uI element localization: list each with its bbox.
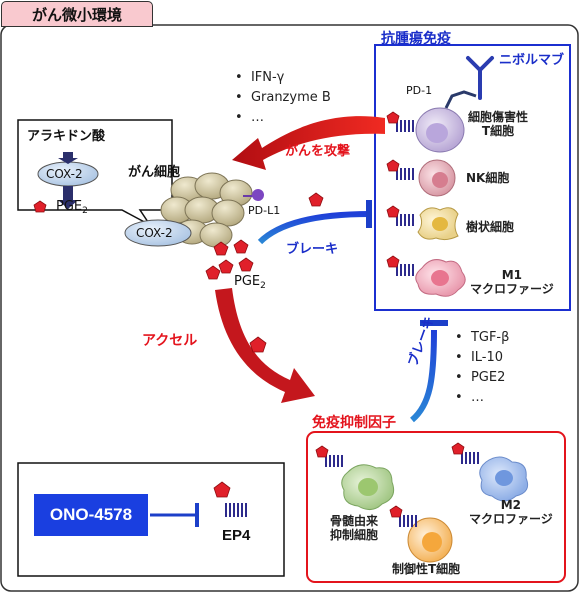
ctl-label: 細胞傷害性 T細胞 bbox=[468, 110, 528, 138]
m1-label-line1: M1 bbox=[501, 268, 523, 282]
cytokine-item: • … bbox=[235, 110, 264, 125]
m2-label-line2: マクロファージ bbox=[469, 512, 553, 526]
mdsc-label: 骨髄由来 抑制細胞 bbox=[330, 514, 378, 542]
factor-item: • TGF-β bbox=[455, 330, 510, 345]
cancer-cell-label: がん細胞 bbox=[128, 165, 181, 180]
brake-label: ブレーキ bbox=[286, 242, 339, 257]
factor-item: • PGE2 bbox=[455, 370, 506, 385]
treg-label: 制御性T細胞 bbox=[392, 562, 461, 576]
ctl-label-line2: T細胞 bbox=[481, 124, 515, 138]
callout-down-arrow bbox=[58, 186, 78, 209]
ep4-receptor bbox=[225, 503, 247, 517]
m1-label: M1 マクロファージ bbox=[470, 268, 554, 296]
antitumor-title: 抗腫瘍免疫 bbox=[381, 31, 451, 47]
attack-label: がんを攻撃 bbox=[285, 144, 351, 159]
brake-bar-vertical bbox=[420, 320, 448, 326]
pd1-label: PD-1 bbox=[406, 84, 433, 97]
inhibitor-box bbox=[17, 462, 285, 577]
factor-item: • IL-10 bbox=[455, 350, 504, 365]
attack-arrow bbox=[232, 116, 385, 170]
mdsc-label-line2: 抑制細胞 bbox=[330, 528, 379, 542]
pge2-sub: 2 bbox=[260, 281, 266, 291]
antitumor-box bbox=[374, 44, 571, 311]
callout-pge2-sub: 2 bbox=[82, 206, 88, 216]
callout-pge2-pentagon bbox=[33, 200, 47, 213]
cancer-cox2-oval bbox=[124, 219, 192, 247]
brake-line-top bbox=[257, 211, 371, 245]
dc-label: 樹状細胞 bbox=[466, 220, 515, 234]
nivolumab-antibody bbox=[466, 56, 494, 100]
dc-nucleus bbox=[432, 217, 448, 231]
drug-nivolumab-label: ニボルマブ bbox=[499, 53, 565, 68]
nk-label: NK細胞 bbox=[466, 171, 510, 185]
nk-nucleus bbox=[432, 172, 448, 188]
callout-title: アラキドン酸 bbox=[27, 129, 106, 144]
suppressive-factor-list: • TGF-β • IL-10 • PGE2 • … bbox=[455, 328, 509, 408]
ep4-pentagon bbox=[213, 481, 231, 498]
callout-pge2-label: PGE2 bbox=[56, 199, 88, 216]
cytokine-list: • IFN-γ • Granzyme B • … bbox=[235, 68, 331, 128]
cytokine-item: • Granzyme B bbox=[235, 90, 331, 105]
antitumor-receptors bbox=[396, 120, 414, 276]
factor-item: • … bbox=[455, 390, 484, 405]
ono-4578-drug-box: ONO-4578 bbox=[34, 494, 148, 536]
cancer-pge2-label: PGE2 bbox=[234, 274, 266, 291]
callout-cox2-label: COX-2 bbox=[46, 167, 83, 181]
accelerate-arrow bbox=[215, 288, 315, 403]
m1-label-line2: マクロファージ bbox=[470, 282, 554, 296]
inhibitor-bar bbox=[195, 503, 199, 527]
ctl-nucleus bbox=[426, 123, 448, 143]
brake-bar-top bbox=[366, 200, 372, 228]
m2-label-line1: M2 bbox=[500, 498, 522, 512]
m1-nucleus bbox=[431, 270, 449, 286]
m2-nucleus bbox=[495, 470, 513, 486]
ep4-label: EP4 bbox=[222, 527, 251, 544]
callout-down-arrow-top bbox=[58, 152, 78, 164]
accelerate-label: アクセル bbox=[142, 333, 198, 349]
brake-line-vertical bbox=[409, 329, 437, 423]
mdsc-label-line1: 骨髄由来 bbox=[330, 514, 379, 528]
pge2-pentagons bbox=[205, 192, 324, 353]
pd1-receptor bbox=[444, 90, 477, 109]
m2-label: M2 マクロファージ bbox=[469, 498, 553, 526]
cancer-cox2-label: COX-2 bbox=[136, 226, 173, 240]
page-title: がん微小環境 bbox=[1, 1, 153, 27]
suppress-receptors bbox=[325, 452, 479, 527]
cytokine-item: • IFN-γ bbox=[235, 70, 285, 85]
pge2-base: PGE bbox=[234, 274, 261, 289]
suppress-pentagons bbox=[315, 442, 465, 518]
treg-nucleus bbox=[422, 532, 442, 552]
pd-l1-ligand bbox=[252, 189, 264, 201]
antitumor-pentagons bbox=[386, 111, 400, 268]
immunosuppression-title: 免疫抑制因子 bbox=[312, 415, 396, 431]
ctl-label-line1: 細胞傷害性 bbox=[468, 110, 529, 124]
pd-l1-label: PD-L1 bbox=[248, 204, 281, 217]
callout-pge2-base: PGE bbox=[56, 199, 83, 214]
mdsc-nucleus bbox=[358, 478, 378, 496]
